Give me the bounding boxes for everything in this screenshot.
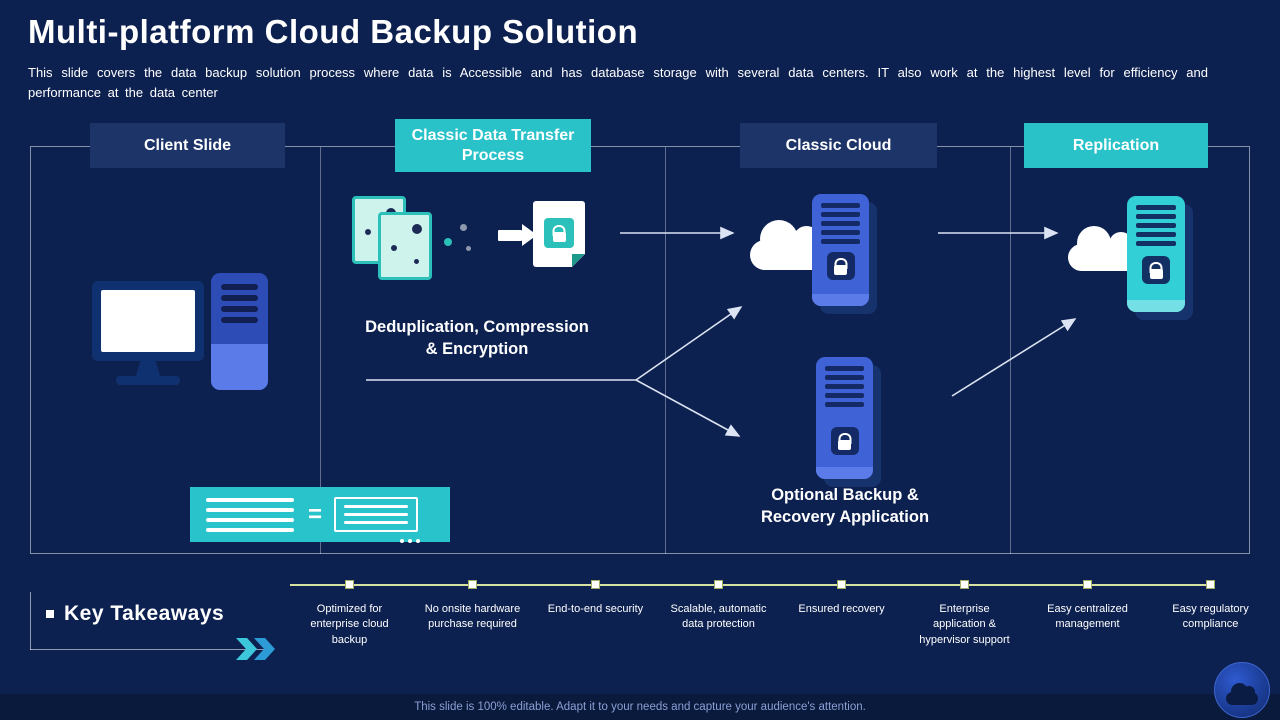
- column-divider-2: [665, 147, 666, 554]
- takeaway-label: End-to-end security: [547, 603, 644, 615]
- column-divider-3: [1010, 147, 1011, 554]
- takeaway-label: Easy regulatory compliance: [1172, 603, 1249, 631]
- monitor-screen: [101, 290, 195, 352]
- takeaway-label: Enterprise application & hypervisor supp…: [919, 603, 1010, 646]
- dedup-source-lines: [206, 497, 294, 532]
- takeaway-item: Optimized for enterprise cloud backup: [288, 577, 411, 648]
- takeaway-item: Easy regulatory compliance: [1149, 577, 1272, 648]
- server-tower-panel: [211, 344, 268, 390]
- takeaways-timeline: Optimized for enterprise cloud backup No…: [288, 577, 1272, 648]
- takeaway-label: Easy centralized management: [1047, 603, 1128, 631]
- milestone-marker-icon: [714, 580, 723, 589]
- milestone-marker-icon: [837, 580, 846, 589]
- column-header-replication-label: Replication: [1072, 136, 1160, 154]
- dedup-result-lines: [334, 497, 419, 532]
- document-dot: [365, 229, 371, 235]
- chevrons-icon: [236, 638, 275, 660]
- dedup-result-dots: [400, 539, 421, 543]
- takeaway-label: Ensured recovery: [798, 603, 885, 615]
- takeaways-border-bottom: [30, 649, 266, 650]
- takeaway-label: Scalable, automatic data protection: [670, 603, 767, 631]
- lock-icon: [1142, 256, 1170, 284]
- lock-icon: [826, 252, 855, 280]
- arrow-right-icon: [498, 224, 537, 246]
- column-header-transfer: Classic Data Transfer Process: [395, 119, 591, 172]
- column-divider-1: [320, 147, 321, 554]
- column-header-cloud-label: Classic Cloud: [785, 136, 892, 154]
- column-header-transfer-label: Classic Data Transfer Process: [411, 126, 575, 164]
- cloud-logo-icon: [1214, 662, 1270, 718]
- takeaway-item: No onsite hardware purchase required: [411, 577, 534, 648]
- encrypted-file-icon: [533, 201, 585, 267]
- server-tower-icon: [211, 273, 268, 390]
- footer-text: This slide is 100% editable. Adapt it to…: [414, 701, 866, 713]
- replication-server-icon: [1127, 196, 1185, 312]
- footer-bar: This slide is 100% editable. Adapt it to…: [0, 694, 1280, 720]
- optional-backup-label: Optional Backup & Recovery Application: [760, 486, 930, 527]
- timeline-line: [290, 584, 1212, 586]
- takeaway-item: End-to-end security: [534, 577, 657, 648]
- cloud-server-icon: [812, 194, 869, 306]
- backup-server-icon: [816, 357, 873, 479]
- takeaways-heading-label: Key Takeaways: [64, 602, 225, 625]
- takeaway-label: No onsite hardware purchase required: [424, 603, 521, 631]
- deduplication-icon: =: [190, 487, 450, 543]
- diagram-frame: [30, 146, 1250, 554]
- milestone-marker-icon: [468, 580, 477, 589]
- monitor-base: [116, 376, 180, 385]
- column-header-client-label: Client Slide: [143, 136, 232, 154]
- takeaway-item: Scalable, automatic data protection: [657, 577, 780, 648]
- takeaway-item: Enterprise application & hypervisor supp…: [903, 577, 1026, 648]
- lock-icon: [544, 218, 574, 248]
- document-dot: [412, 224, 422, 234]
- documents-icon: [378, 212, 432, 280]
- takeaways-heading: Key Takeaways: [46, 602, 224, 626]
- square-bullet-icon: [46, 610, 54, 618]
- takeaway-item: Easy centralized management: [1026, 577, 1149, 648]
- takeaway-label: Optimized for enterprise cloud backup: [310, 603, 389, 646]
- slide-subtitle: This slide covers the data backup soluti…: [28, 65, 1208, 101]
- data-dot: [466, 246, 471, 251]
- monitor-stand: [136, 361, 160, 376]
- milestone-marker-icon: [960, 580, 969, 589]
- dedup-label: Deduplication, Compression & Encryption: [365, 318, 589, 359]
- milestone-marker-icon: [591, 580, 600, 589]
- equals-sign: =: [308, 500, 323, 528]
- data-dot: [444, 238, 452, 246]
- desktop-monitor-icon: [92, 281, 204, 361]
- milestone-marker-icon: [345, 580, 354, 589]
- takeaway-item: Ensured recovery: [780, 577, 903, 648]
- column-header-cloud: Classic Cloud: [740, 123, 937, 168]
- takeaways-border-left: [30, 592, 31, 650]
- document-dot: [414, 259, 419, 264]
- dedup-result: [334, 497, 421, 543]
- milestone-marker-icon: [1083, 580, 1092, 589]
- column-header-replication: Replication: [1024, 123, 1208, 168]
- column-header-client: Client Slide: [90, 123, 285, 168]
- milestone-marker-icon: [1206, 580, 1215, 589]
- server-tower-stripes: [221, 284, 258, 323]
- data-dot: [460, 224, 467, 231]
- lock-icon: [830, 427, 859, 455]
- page-title: Multi-platform Cloud Backup Solution: [28, 13, 639, 50]
- document-dot: [391, 245, 397, 251]
